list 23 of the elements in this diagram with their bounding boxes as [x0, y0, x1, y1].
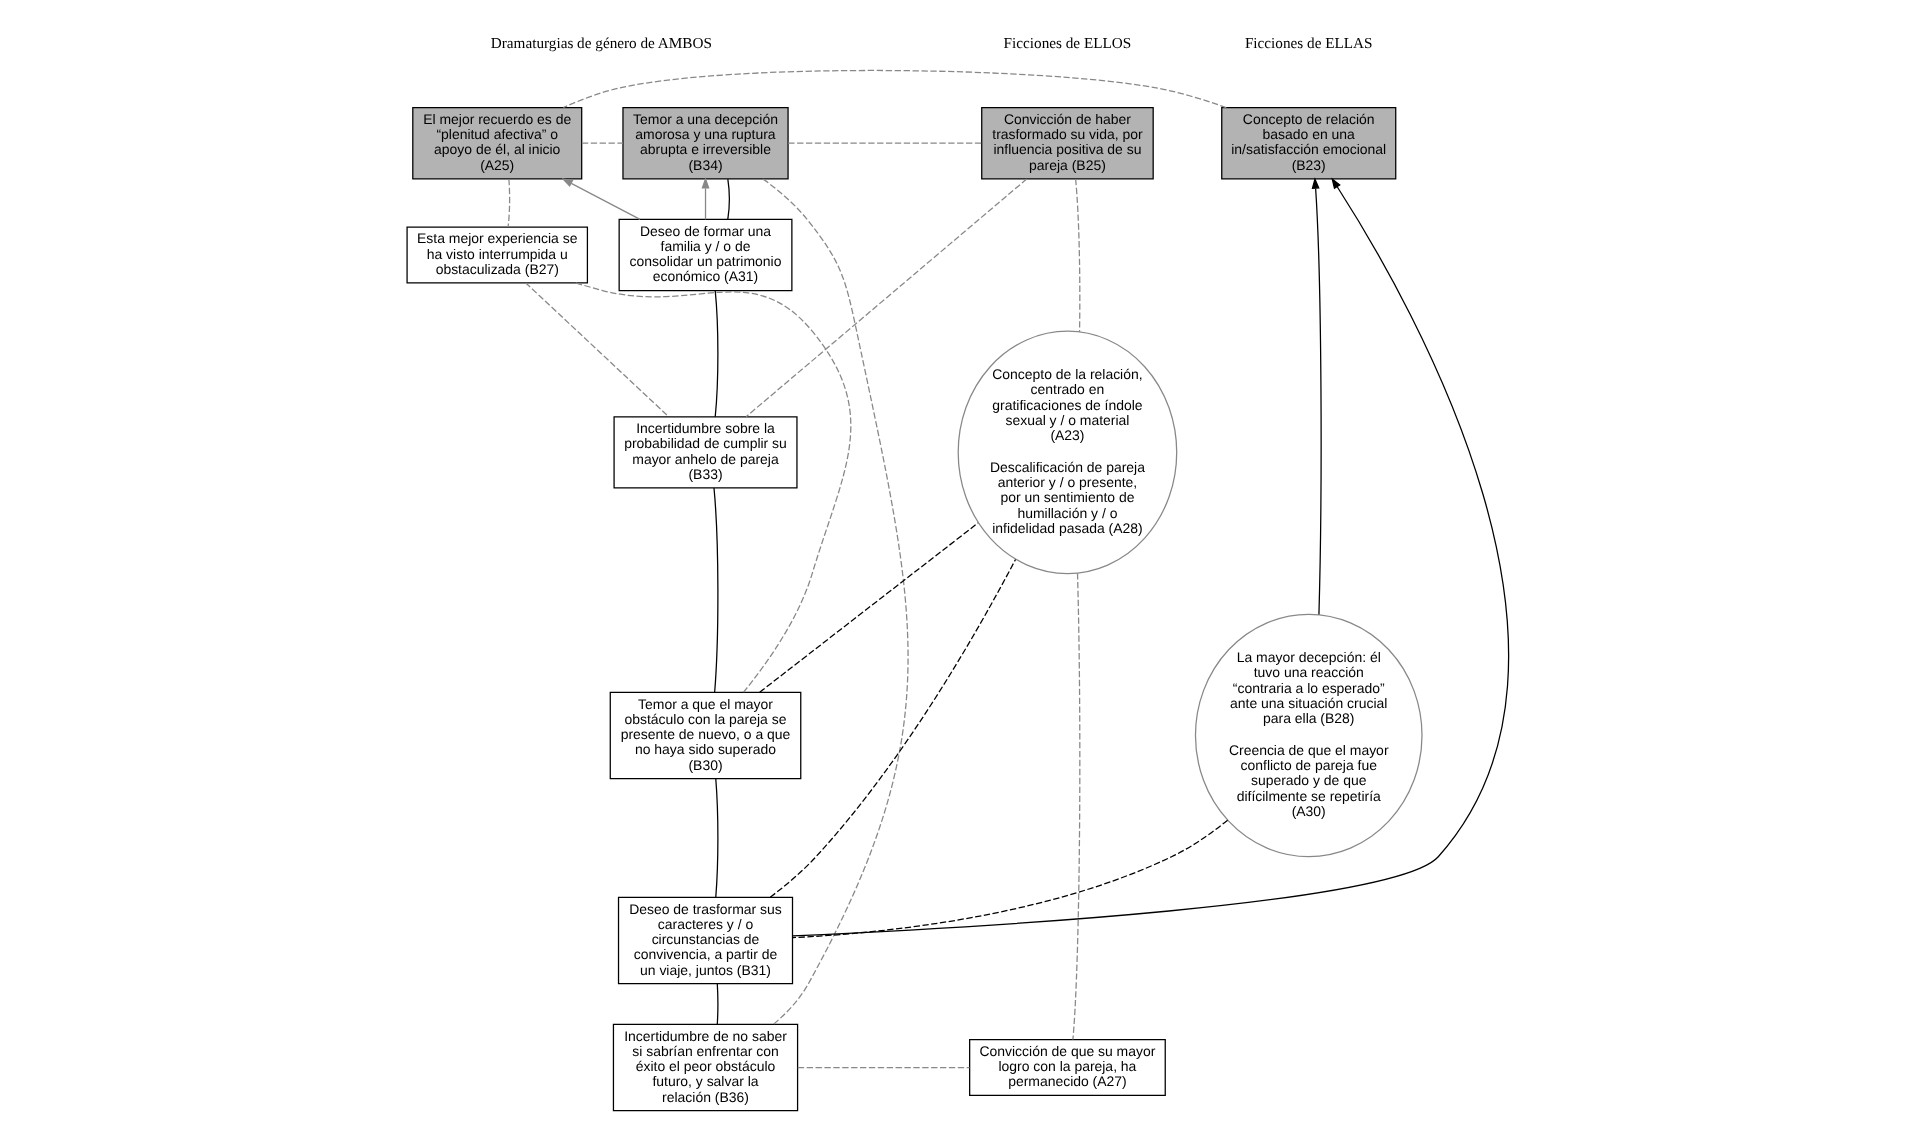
connector [713, 290, 718, 418]
connector [786, 142, 981, 144]
connector [796, 1066, 970, 1069]
arrow [560, 178, 640, 220]
connector [726, 178, 729, 220]
connector [714, 778, 718, 898]
arrow [700, 177, 709, 220]
connector [712, 487, 718, 693]
connector [580, 142, 623, 144]
arrow [1310, 177, 1321, 615]
connector [768, 558, 1016, 898]
connector [761, 178, 908, 1025]
connector [744, 178, 1027, 418]
connector [1074, 178, 1080, 333]
connector [791, 819, 1228, 939]
connector [1071, 572, 1080, 1041]
connector [524, 282, 669, 418]
arrow [791, 177, 1508, 937]
connector [561, 69, 1226, 109]
connector [506, 178, 510, 228]
connector [758, 522, 978, 693]
connector [715, 983, 718, 1025]
connector [574, 282, 851, 693]
